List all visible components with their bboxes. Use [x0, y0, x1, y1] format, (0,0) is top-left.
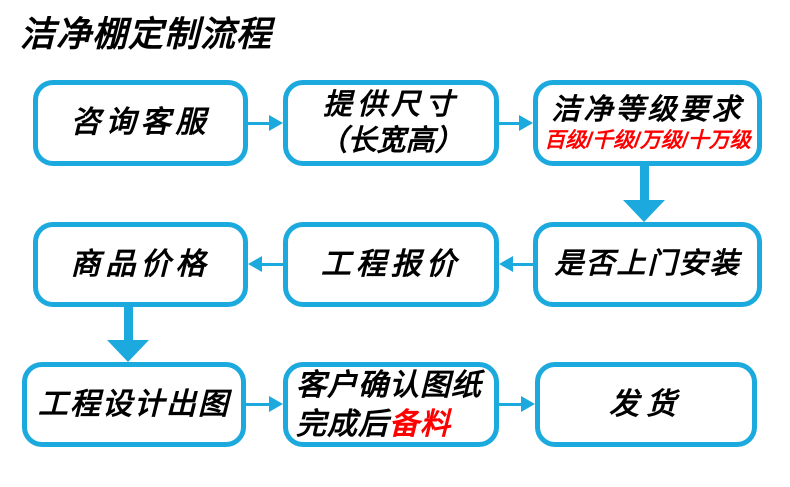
node-label: 咨询客服 — [70, 106, 211, 140]
flow-node-ship-goods: 发货 — [535, 362, 757, 447]
arrow-dimensions-to-cleanlevel-head — [519, 115, 533, 131]
arrow-quote-to-price-stem — [261, 263, 283, 266]
flow-node-product-price: 商品价格 — [33, 222, 248, 307]
flow-node-project-quote: 工程报价 — [283, 222, 499, 307]
flow-node-confirm-drawing: 客户确认图纸 完成后备料 — [283, 362, 499, 447]
arrow-confirm-to-ship-stem — [499, 403, 522, 406]
arrow-design-to-confirm-stem — [246, 403, 270, 406]
flow-node-onsite-install: 是否上门安装 — [533, 222, 762, 307]
arrow-price-to-design-stem — [124, 306, 133, 341]
arrow-price-to-design-head — [107, 340, 149, 362]
flow-node-provide-dimensions: 提供尺寸 （长宽高） — [283, 80, 499, 166]
page-title: 洁净棚定制流程 — [20, 15, 273, 54]
arrow-design-to-confirm-head — [269, 396, 283, 412]
flow-node-consult-service: 咨询客服 — [33, 80, 248, 166]
flow-node-design-drawing: 工程设计出图 — [22, 362, 246, 447]
node-label-clean-classes: 百级/千级/万级/十万级 — [544, 129, 751, 152]
arrow-consult-to-dimensions-head — [269, 115, 283, 131]
node-label: 商品价格 — [70, 247, 211, 281]
node-label: 工程设计出图 — [38, 387, 230, 421]
arrow-dimensions-to-cleanlevel-stem — [499, 122, 521, 125]
node-label-line2-red: 备料 — [389, 407, 451, 441]
node-label-line1: 提供尺寸 — [322, 88, 459, 121]
arrow-consult-to-dimensions-stem — [248, 122, 271, 125]
arrow-cleanlevel-to-install-head — [623, 200, 665, 222]
arrow-install-to-quote-stem — [512, 263, 533, 266]
node-label-line2-black: 完成后 — [296, 407, 389, 441]
node-label-line2: 完成后备料 — [296, 405, 451, 444]
arrow-install-to-quote-head — [499, 256, 513, 272]
node-label: 工程报价 — [321, 247, 461, 281]
arrow-confirm-to-ship-head — [521, 396, 535, 412]
arrow-cleanlevel-to-install-stem — [640, 164, 649, 201]
node-label: 发货 — [609, 387, 683, 421]
node-label-line1: 客户确认图纸 — [296, 368, 482, 402]
node-label-line2: （长宽高） — [318, 125, 464, 157]
arrow-quote-to-price-head — [248, 256, 262, 272]
node-label: 是否上门安装 — [554, 248, 741, 281]
flow-node-clean-level: 洁净等级要求 百级/千级/万级/十万级 — [533, 80, 762, 166]
node-label-line1: 洁净等级要求 — [551, 93, 744, 126]
